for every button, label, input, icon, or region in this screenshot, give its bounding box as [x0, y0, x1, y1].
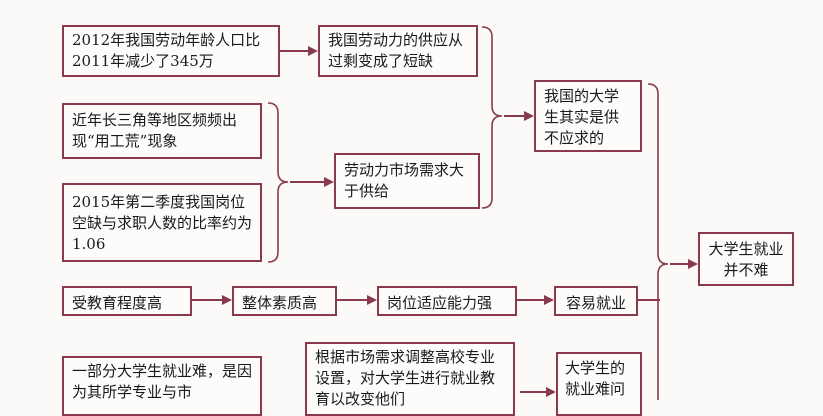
arrowhead: [546, 387, 556, 397]
arrowhead: [367, 295, 377, 305]
box-student-demand: 我国的大学生其实是供不应求的: [534, 80, 642, 152]
arrowhead: [544, 295, 554, 305]
box-vacancy-ratio: 2015年第二季度我国岗位空缺与求职人数的比率约为1.06: [62, 183, 262, 262]
box-demand-supply: 劳动力市场需求大于供给: [334, 153, 480, 209]
box-conclusion: 大学生就业并不难: [698, 232, 794, 286]
arrowhead: [524, 111, 534, 121]
box-major-mismatch: 一部分大学生就业难，是因为其所学专业与市: [62, 356, 262, 416]
bracket-b3-b4: [267, 102, 289, 263]
box-quality: 整体素质高: [232, 286, 337, 316]
arrowhead: [222, 295, 232, 305]
box-labor-shortage: 近年长三角等地区频频出现“用工荒”现象: [62, 103, 262, 159]
box-education: 受教育程度高: [62, 286, 192, 316]
connector-layer: [192, 26, 698, 400]
arrowhead: [324, 177, 334, 187]
box-adaptability: 岗位适应能力强: [377, 286, 517, 316]
bracket-main: [647, 83, 669, 400]
box-labor-supply: 我国劳动力的供应从过剩变成了短缺: [318, 25, 478, 77]
box-easy-employment: 容易就业: [554, 286, 638, 316]
bracket-b2-b5: [481, 26, 503, 209]
box-employment-difficulty: 大学生的就业难问: [556, 352, 642, 416]
box-adjust-majors: 根据市场需求调整高校专业设置，对大学生进行就业教育以改变他们: [305, 342, 515, 416]
box-labor-population: 2012年我国劳动年龄人口比2011年减少了345万: [62, 25, 280, 77]
arrowhead: [308, 46, 318, 56]
arrowhead: [688, 259, 698, 269]
